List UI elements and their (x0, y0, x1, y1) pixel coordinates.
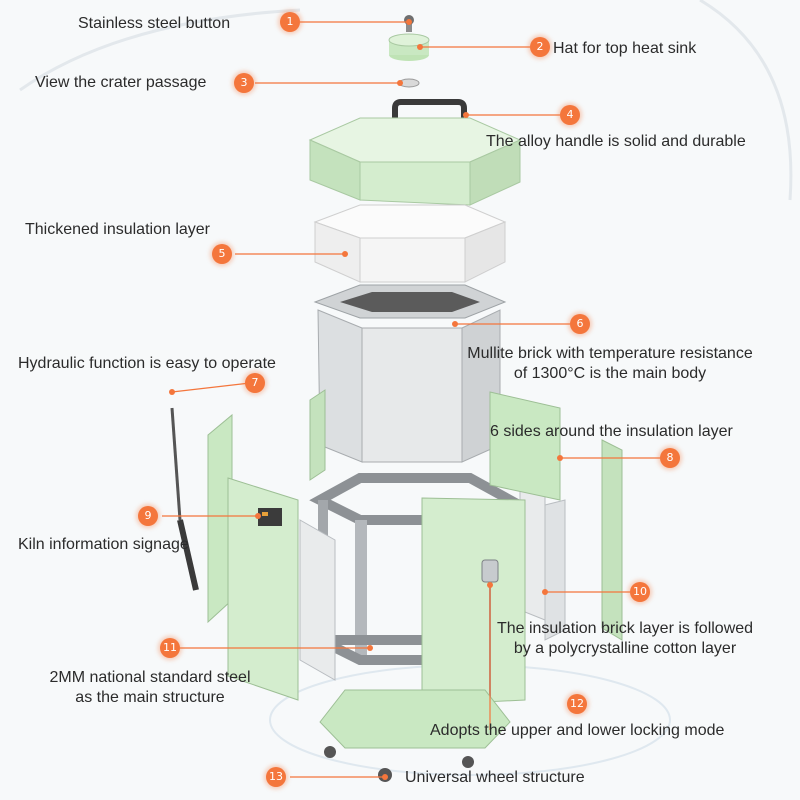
anchor-dots (169, 19, 563, 780)
callout-11-marker: 11 (160, 638, 180, 658)
callout-3-marker: 3 (234, 73, 254, 93)
alloy-handle (392, 99, 467, 125)
hydraulic-strut (170, 407, 199, 591)
callout-7-label: Hydraulic function is easy to operate (18, 355, 276, 372)
side-insulation-panels (299, 469, 566, 681)
kiln-lid (308, 99, 522, 206)
callout-9-label: Kiln information signage (18, 536, 189, 553)
mullite-brick-body (313, 284, 507, 463)
kiln-info-signage (258, 508, 282, 526)
callout-8-marker: 8 (660, 448, 680, 468)
callout-4-marker: 4 (560, 105, 580, 125)
callout-2-marker: 2 (530, 37, 550, 57)
callout-9-marker: 9 (138, 506, 158, 526)
leader-lines (162, 21, 660, 778)
callout-7-marker: 7 (245, 373, 265, 393)
callout-10-label: The insulation brick layer is followed b… (496, 620, 754, 657)
base-plate (319, 689, 511, 749)
callout-5-label: Thickened insulation layer (25, 221, 210, 238)
callout-4-label: The alloy handle is solid and durable (486, 133, 746, 150)
callout-13-marker: 13 (266, 767, 286, 787)
callout-11-label: 2MM national standard steel as the main … (49, 669, 251, 706)
callout-1-marker: 1 (280, 12, 300, 32)
background-arc (699, 0, 793, 201)
thickened-insulation-layer (313, 204, 507, 283)
callout-8-label: 6 sides around the insulation layer (490, 423, 733, 440)
callout-6-marker: 6 (570, 314, 590, 334)
background-arc (19, 8, 301, 92)
callout-12-label: Adopts the upper and lower locking mode (430, 722, 725, 739)
callout-2-label: Hat for top heat sink (553, 40, 697, 57)
callout-13-label: Universal wheel structure (405, 769, 585, 786)
top-heat-sink-hat (388, 33, 430, 61)
callout-12-marker: 12 (567, 694, 587, 714)
outer-green-panels (207, 389, 623, 706)
callout-10-marker: 10 (630, 582, 650, 602)
callout-6-label: Mullite brick with temperature resistanc… (467, 345, 753, 382)
callout-5-marker: 5 (212, 244, 232, 264)
callout-3-label: View the crater passage (35, 74, 207, 91)
callout-1-label: Stainless steel button (78, 15, 231, 32)
